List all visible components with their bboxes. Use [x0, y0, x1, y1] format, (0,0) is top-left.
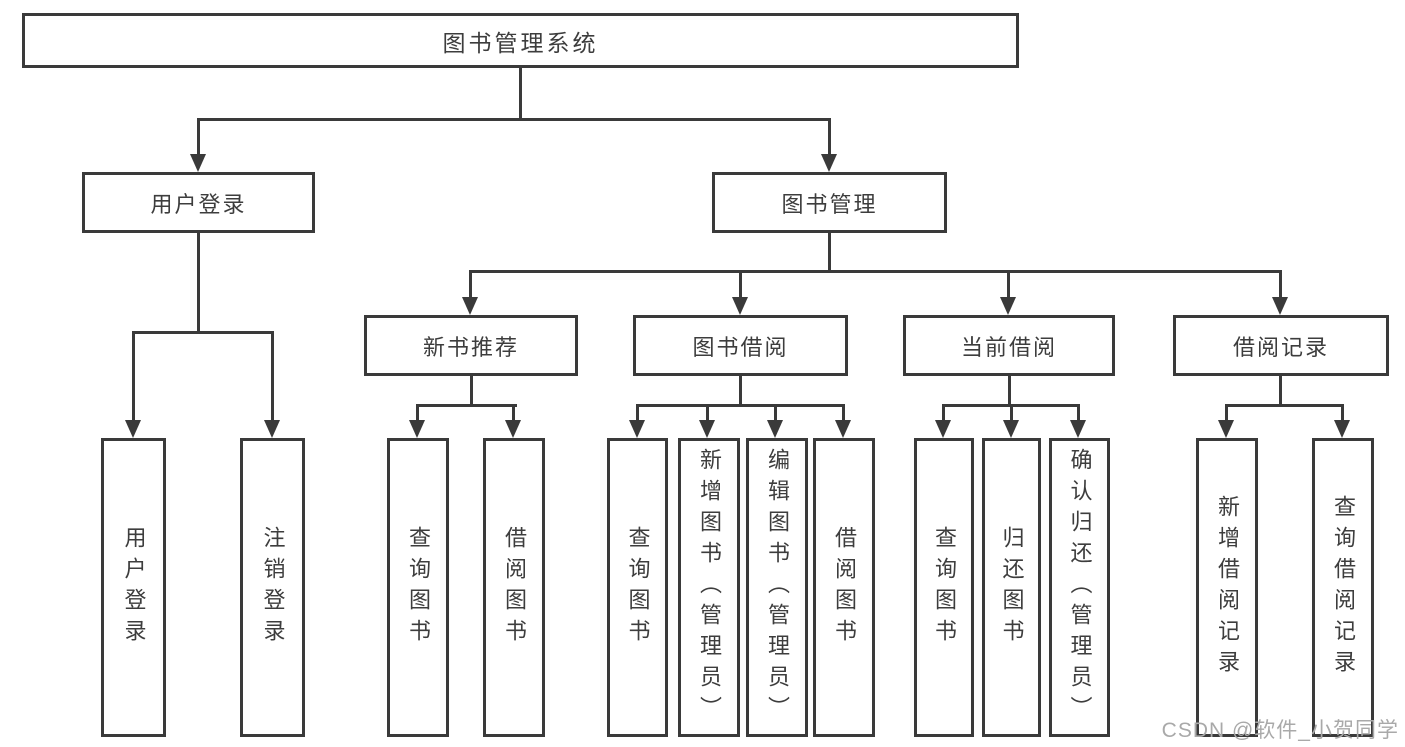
connector-trunk — [470, 376, 473, 407]
connector-drop — [1279, 270, 1282, 302]
node-label: 查询图书 — [932, 525, 957, 650]
node-label: 查询图书 — [406, 525, 431, 650]
node-label: 图书管理系统 — [442, 29, 599, 56]
node-leaf-add-borrow-record: 新增借阅记录 — [1196, 438, 1258, 737]
node-leaf-query-books-2: 查询图书 — [607, 438, 668, 737]
arrow-down-icon — [1003, 420, 1019, 438]
arrow-down-icon — [732, 297, 748, 315]
node-label: 确认归还（管理员） — [1067, 448, 1093, 727]
arrow-down-icon — [1218, 420, 1234, 438]
node-label: 用户登录 — [150, 191, 247, 217]
node-label: 归还图书 — [999, 525, 1025, 650]
node-current-borrow: 当前借阅 — [903, 315, 1115, 376]
node-leaf-confirm-return-admin: 确认归还（管理员） — [1049, 438, 1110, 737]
node-label: 借阅记录 — [1232, 334, 1329, 360]
node-label: 用户登录 — [121, 525, 147, 650]
connector-drop — [1007, 270, 1010, 302]
node-label: 当前借阅 — [960, 334, 1057, 360]
node-borrow-records: 借阅记录 — [1173, 315, 1389, 376]
connector-drop — [1225, 404, 1228, 425]
node-label: 查询借阅记录 — [1331, 494, 1356, 681]
node-label: 新书推荐 — [422, 334, 519, 360]
arrow-down-icon — [821, 154, 837, 172]
connector-root-trunk — [519, 67, 522, 121]
connector-trunk — [1279, 376, 1282, 407]
arrow-down-icon — [264, 420, 280, 438]
node-label: 借阅图书 — [832, 525, 857, 650]
connector-bus — [636, 404, 845, 407]
connector-drop — [636, 404, 639, 425]
connector-drop — [1341, 404, 1344, 425]
node-leaf-return-books: 归还图书 — [982, 438, 1041, 737]
connector-trunk — [828, 233, 831, 273]
connector-drop — [706, 404, 709, 425]
node-leaf-query-books-1: 查询图书 — [387, 438, 449, 737]
node-label: 新增图书（管理员） — [697, 448, 722, 727]
connector-bus — [416, 404, 517, 407]
node-leaf-user-login: 用户登录 — [101, 438, 166, 737]
watermark: CSDN @软件_小贺同学 — [1161, 719, 1399, 742]
arrow-down-icon — [1272, 297, 1288, 315]
node-book-borrow: 图书借阅 — [633, 315, 848, 376]
arrow-down-icon — [1000, 297, 1016, 315]
connector-root-bus — [197, 118, 831, 121]
node-label: 新增借阅记录 — [1215, 494, 1240, 681]
arrow-down-icon — [699, 420, 715, 438]
connector-trunk — [1008, 376, 1011, 407]
connector-drop — [828, 118, 831, 156]
arrow-down-icon — [409, 420, 425, 438]
node-label: 查询图书 — [625, 525, 651, 650]
node-label: 图书借阅 — [692, 334, 789, 360]
node-leaf-add-books-admin: 新增图书（管理员） — [678, 438, 740, 737]
node-leaf-borrow-books-2: 借阅图书 — [813, 438, 875, 737]
connector-drop — [197, 118, 200, 156]
connector-drop — [774, 404, 777, 425]
arrow-down-icon — [935, 420, 951, 438]
connector-bus — [469, 270, 1282, 273]
connector-trunk — [739, 376, 742, 407]
connector-drop — [416, 404, 419, 425]
node-leaf-query-books-3: 查询图书 — [914, 438, 974, 737]
connector-drop — [842, 404, 845, 425]
connector-bus — [132, 331, 274, 334]
node-label: 注销登录 — [260, 525, 286, 650]
arrow-down-icon — [125, 420, 141, 438]
node-root-system: 图书管理系统 — [22, 13, 1019, 68]
node-label: 编辑图书（管理员） — [765, 448, 790, 727]
connector-drop — [271, 331, 274, 424]
node-book-management-branch: 图书管理 — [712, 172, 947, 233]
connector-drop — [739, 270, 742, 302]
connector-bus — [1225, 404, 1344, 407]
connector-drop — [1077, 404, 1080, 425]
connector-trunk — [197, 233, 200, 334]
arrow-down-icon — [462, 297, 478, 315]
connector-drop — [942, 404, 945, 425]
connector-drop — [469, 270, 472, 302]
arrow-down-icon — [767, 420, 783, 438]
connector-drop — [132, 331, 135, 424]
node-leaf-logout: 注销登录 — [240, 438, 305, 737]
node-label: 图书管理 — [781, 191, 878, 217]
arrow-down-icon — [505, 420, 521, 438]
node-label: 借阅图书 — [502, 525, 527, 650]
node-leaf-query-borrow-record: 查询借阅记录 — [1312, 438, 1374, 737]
arrow-down-icon — [1334, 420, 1350, 438]
node-leaf-borrow-books-1: 借阅图书 — [483, 438, 545, 737]
connector-drop — [1010, 404, 1013, 425]
node-leaf-edit-books-admin: 编辑图书（管理员） — [746, 438, 808, 737]
node-new-book-recommend: 新书推荐 — [364, 315, 578, 376]
connector-drop — [512, 404, 515, 425]
arrow-down-icon — [190, 154, 206, 172]
node-user-login-branch: 用户登录 — [82, 172, 315, 233]
arrow-down-icon — [1070, 420, 1086, 438]
arrow-down-icon — [835, 420, 851, 438]
arrow-down-icon — [629, 420, 645, 438]
